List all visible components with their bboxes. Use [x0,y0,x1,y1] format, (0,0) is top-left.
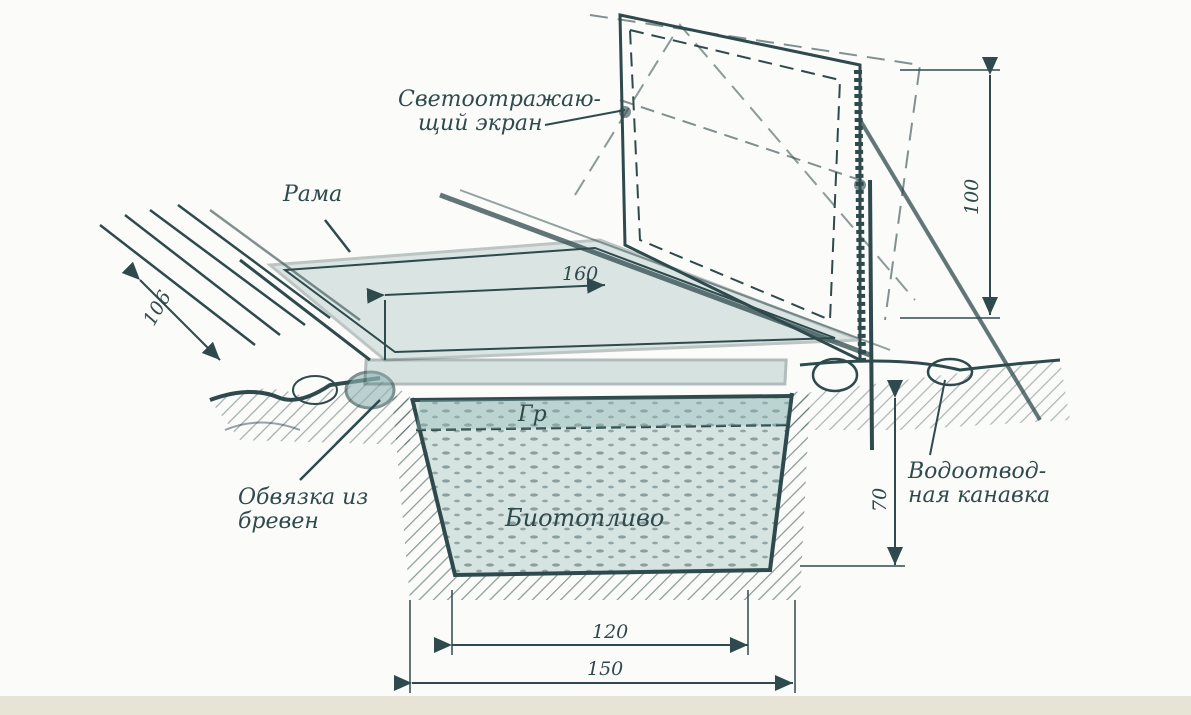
dim-screen-height: 100 [961,178,983,215]
log-frame [292,358,788,410]
ground-label: Гр [518,402,547,427]
leader-lines [299,109,946,481]
drain-label-line2: ная канавка [908,483,1051,508]
reflective-screen [574,13,1042,451]
drain-label-line1: Водоотвод- [908,459,1047,484]
dimension-lines [121,57,1000,693]
biofuel-label: Биотопливо [505,504,665,532]
screen-label-line1: Светоотражаю- [398,87,601,112]
ground-right [790,357,1070,430]
paper-edge [0,696,1191,715]
dim-pit-depth: 70 [869,487,891,512]
dim-pit-bottom: 120 [592,621,629,643]
screen-label-line2: щий экран [418,111,543,136]
logs-label-line1: Обвязка из [238,485,369,510]
dim-frame-length: 160 [562,263,599,285]
frame-label: Рама [283,182,343,207]
pit [392,390,810,600]
dim-pit-top: 150 [587,658,624,680]
logs-label-line2: бревен [238,509,319,534]
